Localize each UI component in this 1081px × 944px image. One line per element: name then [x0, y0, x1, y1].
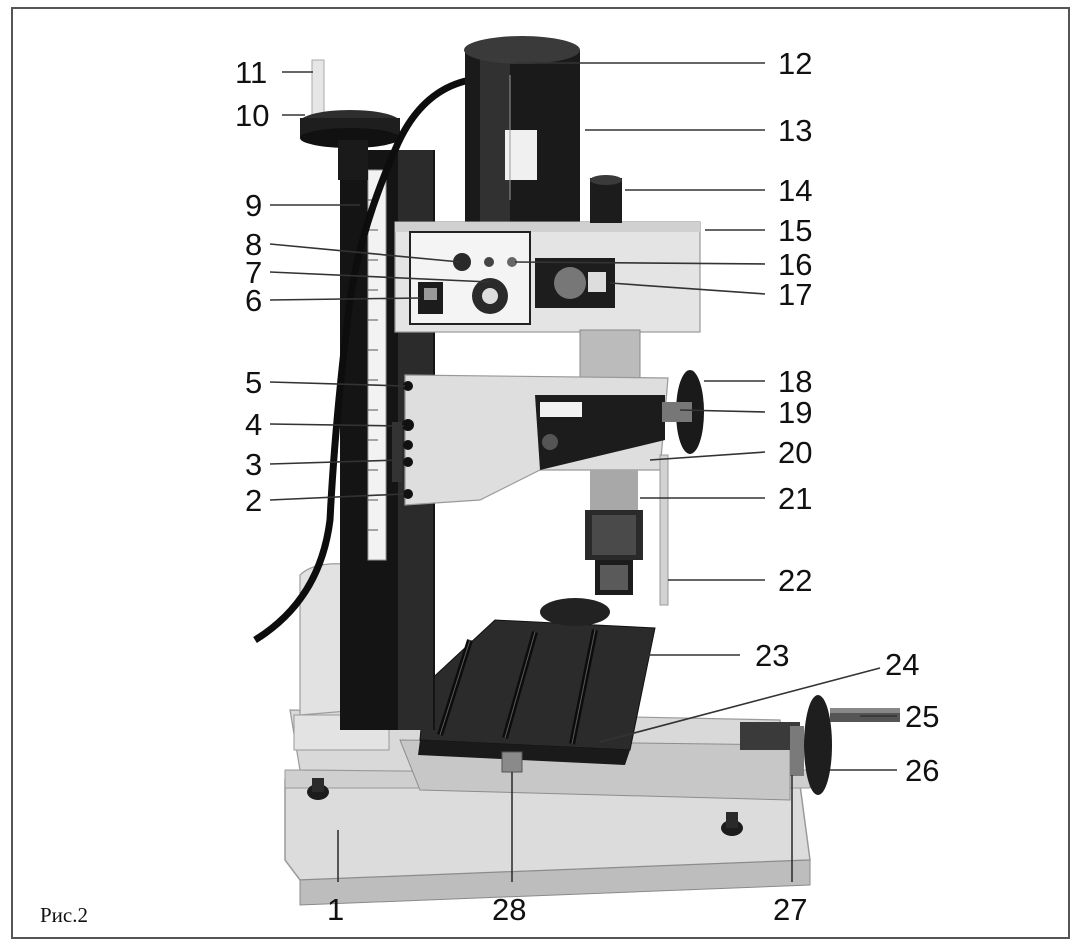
x-axis-handwheel — [740, 695, 900, 795]
callout-19: 19 — [778, 395, 812, 430]
power-cable — [253, 76, 471, 643]
callout-14: 14 — [778, 173, 812, 208]
drill-chuck — [585, 470, 643, 595]
motor — [464, 36, 580, 225]
callout-8: 8 — [245, 227, 262, 262]
callout-2: 2 — [245, 483, 262, 518]
callout-1: 1 — [327, 892, 344, 927]
callout-9: 9 — [245, 188, 262, 223]
callout-15: 15 — [778, 213, 812, 248]
figure-caption: Рис.2 — [40, 903, 88, 927]
callout-12: 12 — [778, 46, 812, 81]
callout-10: 10 — [235, 98, 269, 133]
callout-5: 5 — [245, 365, 262, 400]
callout-11: 11 — [235, 55, 267, 90]
head-slide — [392, 370, 704, 506]
callout-labels: 1 2 3 4 5 6 7 8 9 10 11 12 13 14 15 16 1… — [235, 46, 939, 927]
callout-20: 20 — [778, 435, 812, 470]
leader-lines — [269, 62, 897, 882]
callout-7: 7 — [245, 255, 262, 290]
fine-feed-wheel — [300, 59, 400, 180]
milling-machine-illustration — [253, 36, 900, 906]
callout-22: 22 — [778, 563, 812, 598]
callout-13: 13 — [778, 113, 812, 148]
depth-stop-rod — [659, 454, 669, 606]
callout-28: 28 — [492, 892, 526, 927]
callout-21: 21 — [778, 481, 812, 516]
callout-18: 18 — [778, 364, 812, 399]
work-table — [418, 598, 656, 765]
callout-27: 27 — [773, 892, 807, 927]
callout-26: 26 — [905, 753, 939, 788]
callout-4: 4 — [245, 407, 262, 442]
callout-25: 25 — [905, 699, 939, 734]
callout-3: 3 — [245, 447, 262, 482]
spindle-sleeve — [579, 329, 641, 381]
callout-6: 6 — [245, 283, 262, 318]
table-lock-nut — [501, 751, 523, 773]
callout-24: 24 — [885, 647, 919, 682]
callout-16: 16 — [778, 247, 812, 282]
callout-17: 17 — [778, 277, 812, 312]
headstock — [394, 175, 701, 333]
callout-23: 23 — [755, 638, 789, 673]
